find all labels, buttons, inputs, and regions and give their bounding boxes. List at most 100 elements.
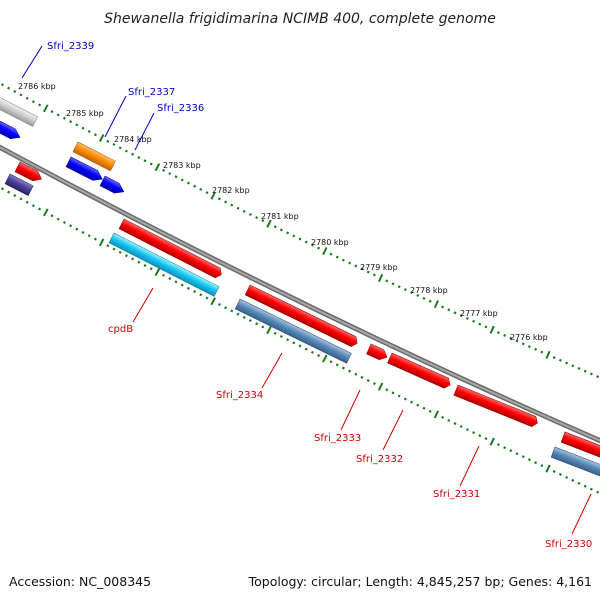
major-tick bbox=[377, 273, 384, 282]
genome-summary-text: Topology: circular; Length: 4,845,257 bp… bbox=[248, 574, 592, 589]
minor-tick bbox=[453, 311, 457, 315]
minor-tick bbox=[230, 203, 234, 207]
tick-label: 2780 kbp bbox=[311, 238, 349, 247]
minor-tick bbox=[236, 206, 240, 210]
minor-tick bbox=[348, 261, 352, 265]
tick-label: 2785 kbp bbox=[66, 109, 104, 118]
minor-tick bbox=[217, 303, 221, 306]
minor-tick bbox=[7, 190, 11, 194]
minor-tick bbox=[447, 308, 451, 312]
minor-tick bbox=[354, 372, 358, 376]
gene-feature-sfri-2332 bbox=[387, 352, 451, 389]
major-tick bbox=[210, 191, 216, 200]
tick-label: 2778 kbp bbox=[410, 286, 448, 295]
minor-tick bbox=[87, 234, 91, 238]
minor-tick bbox=[527, 345, 531, 349]
gene-feature-red-edge bbox=[560, 431, 600, 461]
minor-tick bbox=[118, 250, 122, 254]
minor-tick bbox=[583, 369, 587, 373]
minor-tick bbox=[0, 187, 4, 191]
minor-tick bbox=[168, 277, 172, 281]
minor-tick bbox=[137, 260, 141, 264]
minor-tick bbox=[459, 314, 463, 318]
gene-label-sfri-2332: Sfri_2332 bbox=[356, 454, 403, 465]
gene-label-sfri-2333: Sfri_2333 bbox=[314, 433, 361, 444]
gene-feature-sfri-2331 bbox=[453, 384, 538, 427]
minor-tick bbox=[62, 220, 66, 224]
minor-tick bbox=[552, 356, 556, 360]
major-tick bbox=[154, 268, 161, 277]
minor-tick bbox=[224, 306, 228, 310]
minor-tick bbox=[106, 244, 110, 248]
major-tick bbox=[433, 300, 439, 309]
major-tick bbox=[154, 163, 161, 172]
leader-line bbox=[132, 287, 154, 323]
minor-tick bbox=[565, 475, 569, 479]
minor-tick bbox=[589, 372, 593, 376]
minor-tick bbox=[372, 382, 376, 386]
minor-tick bbox=[503, 333, 507, 337]
major-tick bbox=[377, 382, 384, 391]
minor-tick bbox=[7, 86, 11, 90]
minor-tick bbox=[149, 267, 153, 271]
gene-feature-sfri-2334 bbox=[234, 298, 352, 364]
minor-tick bbox=[137, 156, 141, 160]
leader-line bbox=[340, 389, 361, 431]
minor-tick bbox=[317, 353, 321, 357]
gene-label-sfri-2336: Sfri_2336 bbox=[157, 103, 204, 114]
minor-tick bbox=[360, 267, 364, 271]
minor-tick bbox=[193, 184, 197, 188]
minor-tick bbox=[255, 216, 259, 220]
minor-tick bbox=[416, 403, 420, 407]
minor-tick bbox=[143, 264, 147, 267]
tick-label: 2782 kbp bbox=[212, 186, 250, 195]
major-tick bbox=[210, 297, 216, 306]
gene-feature-purple bbox=[4, 173, 34, 196]
tick-label: 2779 kbp bbox=[360, 263, 398, 272]
minor-tick bbox=[422, 406, 426, 410]
minor-tick bbox=[366, 378, 370, 382]
leader-line bbox=[21, 45, 43, 79]
minor-tick bbox=[261, 325, 265, 329]
minor-tick bbox=[441, 415, 445, 419]
minor-tick bbox=[143, 159, 147, 163]
minor-tick bbox=[112, 247, 116, 251]
leader-line bbox=[459, 445, 480, 487]
minor-tick bbox=[583, 484, 587, 488]
minor-tick bbox=[335, 363, 339, 367]
minor-tick bbox=[224, 200, 228, 204]
minor-tick bbox=[13, 194, 17, 198]
minor-tick bbox=[589, 487, 593, 491]
tick-label: 2781 kbp bbox=[261, 212, 299, 221]
minor-tick bbox=[416, 293, 420, 297]
major-tick bbox=[545, 350, 551, 359]
major-tick bbox=[266, 326, 272, 335]
minor-tick bbox=[69, 224, 73, 228]
major-tick bbox=[545, 464, 551, 473]
minor-tick bbox=[50, 214, 54, 218]
minor-tick bbox=[273, 225, 277, 229]
minor-tick bbox=[31, 100, 35, 104]
minor-tick bbox=[248, 212, 252, 216]
minor-tick bbox=[503, 446, 507, 450]
minor-tick bbox=[186, 181, 190, 185]
minor-tick bbox=[38, 207, 42, 211]
minor-tick bbox=[149, 162, 153, 166]
minor-tick bbox=[0, 83, 4, 87]
minor-tick bbox=[310, 350, 314, 354]
minor-tick bbox=[515, 339, 519, 343]
minor-tick bbox=[298, 237, 302, 241]
gene-feature-sfri-2337 bbox=[72, 141, 116, 172]
minor-tick bbox=[341, 258, 345, 262]
accession-text: Accession: NC_008345 bbox=[9, 574, 151, 589]
minor-tick bbox=[230, 309, 234, 313]
tick-label: 2784 kbp bbox=[114, 135, 152, 144]
minor-tick bbox=[217, 197, 221, 201]
minor-tick bbox=[422, 296, 426, 300]
major-tick bbox=[266, 219, 272, 228]
minor-tick bbox=[534, 347, 538, 351]
minor-tick bbox=[162, 168, 166, 172]
minor-tick bbox=[31, 204, 35, 208]
minor-tick bbox=[292, 234, 296, 238]
minor-tick bbox=[540, 350, 544, 354]
